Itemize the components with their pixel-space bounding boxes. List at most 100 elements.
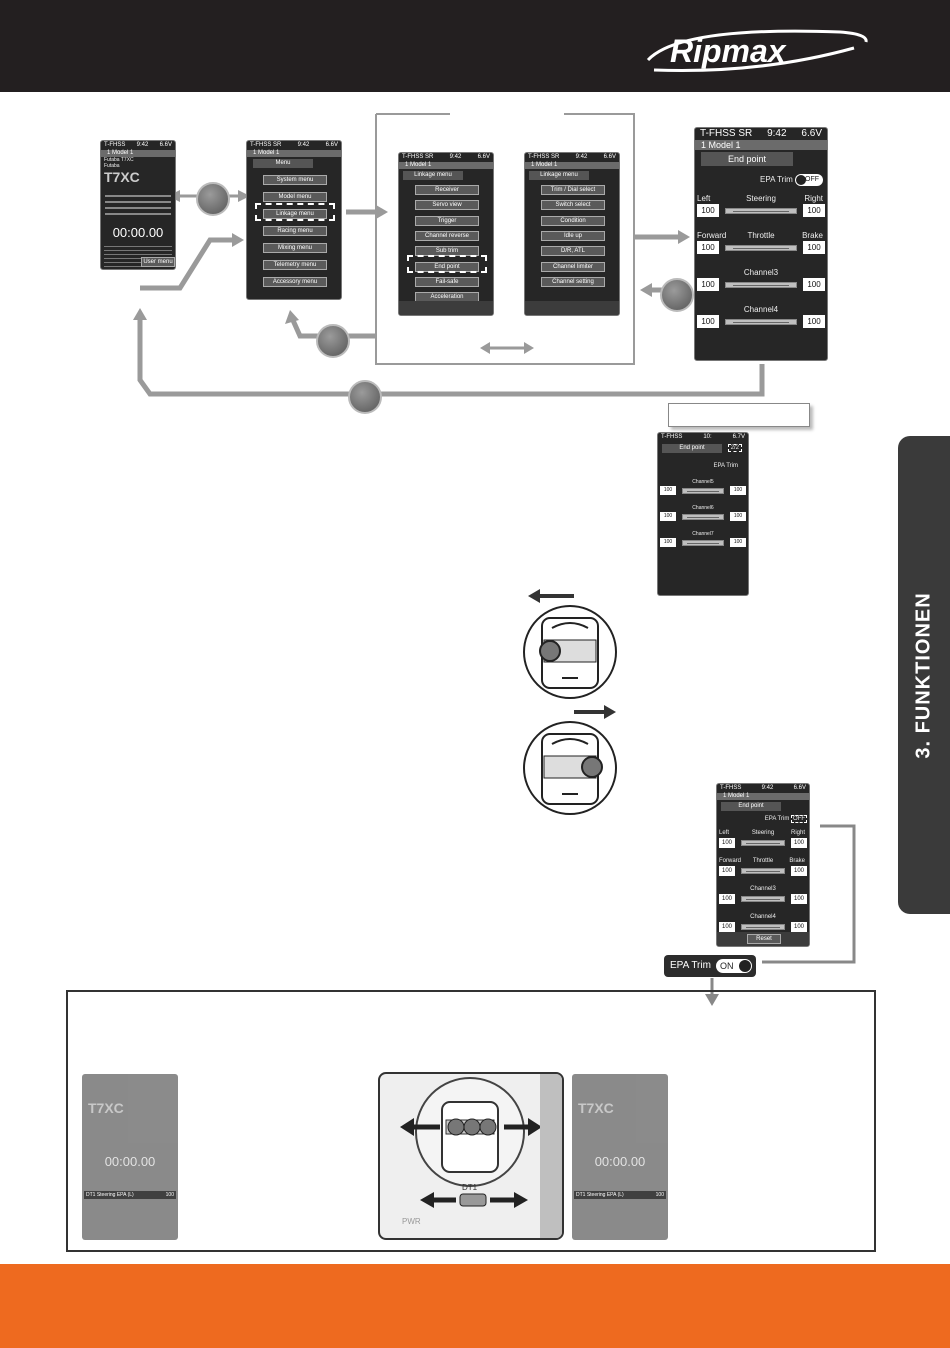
footer-bar <box>0 1264 950 1348</box>
right-value-box[interactable]: 100 <box>791 922 807 932</box>
radio-logo: T7XC <box>578 1100 614 1116</box>
epa-trim-switch[interactable]: OFF <box>795 174 823 186</box>
menu-item-switch-select[interactable]: Switch select <box>541 200 605 211</box>
touch-circle-icon <box>196 182 230 216</box>
timer-display: 00:00.00 <box>112 225 164 240</box>
epa-trim-switch[interactable]: ON <box>716 959 752 973</box>
right-value-box[interactable]: 100 <box>730 512 746 521</box>
screen-title: End point <box>662 444 722 453</box>
timer-display: 00:00.00 <box>594 1154 646 1169</box>
status-time: 9:42 <box>449 154 462 160</box>
right-value-box[interactable]: 100 <box>730 486 746 495</box>
menu-item-accessory-menu[interactable]: Accessory menu <box>263 277 327 287</box>
status-battery: 6.6V <box>325 142 338 148</box>
row-left-label: Forward <box>697 231 727 240</box>
left-value-box[interactable]: 100 <box>719 894 735 904</box>
left-value-box[interactable]: 100 <box>697 241 719 254</box>
menu-item-trim-dial-select[interactable]: Trim / Dial select <box>541 185 605 195</box>
end-point-bar <box>741 840 785 846</box>
model-name: 1 Model 1 <box>525 162 619 169</box>
menu-item-telemetry-menu[interactable]: Telemetry menu <box>263 260 327 270</box>
trim-lever-left-diagram <box>523 605 617 699</box>
status-protocol: T-FHSS SR <box>528 154 560 160</box>
end-point-bar <box>741 868 785 874</box>
right-value-box[interactable]: 100 <box>803 278 825 291</box>
menu-item-mixing-menu[interactable]: Mixing menu <box>263 243 327 253</box>
home-screen-preview-left: T7XC 00:00.00 DT1 Steering EPA (L)100 <box>82 1074 178 1240</box>
menu-item-linkage-menu[interactable]: Linkage menu <box>263 209 327 219</box>
svg-text:Ripmax: Ripmax <box>670 33 787 69</box>
epa-trim-state: ON <box>720 961 734 971</box>
menu-item-trigger[interactable]: Trigger <box>415 215 479 226</box>
end-point-bar <box>725 318 797 325</box>
menu-item-d-r-atl[interactable]: D/R, ATL <box>541 246 605 257</box>
user-menu-button[interactable]: User menu <box>141 257 175 267</box>
left-value-box[interactable]: 100 <box>660 538 676 547</box>
row-channel-label: Channel6 <box>692 505 714 511</box>
header-bar <box>0 0 950 92</box>
menu-item-channel-reverse[interactable]: Channel reverse <box>415 230 479 241</box>
menu-item-idle-up[interactable]: Idle up <box>541 230 605 241</box>
epa-trim-label: EPA Trim <box>764 816 790 822</box>
left-value-box[interactable]: 100 <box>697 204 719 217</box>
right-value-box[interactable]: 100 <box>803 315 825 328</box>
page-indicator[interactable]: 2/2 <box>727 444 742 452</box>
right-value-box[interactable]: 100 <box>803 241 825 254</box>
epa-trim-switch[interactable]: OFF <box>791 815 807 823</box>
row-right-label: Brake <box>789 858 805 864</box>
menu-item-system-menu[interactable]: System menu <box>263 175 327 185</box>
row-right-label: Brake <box>802 231 823 240</box>
menu-item-condition[interactable]: Condition <box>541 215 605 226</box>
right-value-box[interactable]: 100 <box>803 204 825 217</box>
menu-item-fail-safe[interactable]: Fail-safe <box>415 276 479 287</box>
highlight-linkage-menu <box>255 203 335 221</box>
row-channel-label: Steering <box>751 830 775 836</box>
menu-item-servo-view[interactable]: Servo view <box>415 200 479 211</box>
status-battery: 6.6V <box>793 785 806 791</box>
status-protocol: T-FHSS <box>720 785 742 791</box>
epa-trim-label: EPA Trim <box>670 960 711 971</box>
left-value-box[interactable]: 100 <box>719 838 735 848</box>
reset-button[interactable]: Reset <box>747 934 781 944</box>
model-name: 1 Model 1 <box>247 150 341 157</box>
menu-item-channel-limiter[interactable]: Channel limiter <box>541 261 605 272</box>
left-value-box[interactable]: 100 <box>660 512 676 521</box>
end-point-bar <box>741 896 785 902</box>
menu-item-receiver[interactable]: Receiver <box>415 185 479 195</box>
end-point-bar <box>682 487 724 494</box>
trim-lever-right-diagram <box>523 721 617 815</box>
menu-item-racing-menu[interactable]: Racing menu <box>263 226 327 236</box>
menu-item-channel-setting[interactable]: Channel setting <box>541 276 605 287</box>
svg-text:DT1: DT1 <box>462 1183 478 1192</box>
epa-trim-toggle[interactable]: EPA Trim OFF <box>760 174 823 186</box>
model-brand: Futaba <box>104 163 120 169</box>
highlight-end-point <box>407 255 487 273</box>
right-value-box[interactable]: 100 <box>791 866 807 876</box>
right-value-box[interactable]: 100 <box>730 538 746 547</box>
left-value-box[interactable]: 100 <box>660 486 676 495</box>
home-screen-preview-right: T7XC 00:00.00 DT1 Steering EPA (L)100 <box>572 1074 668 1240</box>
switch-knob <box>739 960 751 972</box>
soft-key-bar <box>525 301 619 315</box>
left-value-box[interactable]: 100 <box>697 315 719 328</box>
callout-box <box>668 403 810 427</box>
trim-indicators <box>105 191 171 219</box>
status-time: 9:42 <box>297 142 310 148</box>
right-value-box[interactable]: 100 <box>791 838 807 848</box>
left-value-box[interactable]: 100 <box>719 866 735 876</box>
right-value-box[interactable]: 100 <box>791 894 807 904</box>
epa-trim-toggle[interactable]: EPA Trim OFF <box>764 815 807 823</box>
menu-item-model-menu[interactable]: Model menu <box>263 192 327 202</box>
row-channel-label: Channel4 <box>750 914 776 920</box>
soft-key-bar: Reset <box>717 932 809 946</box>
screen-title: Menu <box>253 159 313 168</box>
left-value-box[interactable]: 100 <box>697 278 719 291</box>
left-value-box[interactable]: 100 <box>719 922 735 932</box>
status-battery: 6.7V <box>732 434 745 440</box>
status-battery: 6.6V <box>477 154 490 160</box>
status-time: 9:42 <box>136 142 149 148</box>
